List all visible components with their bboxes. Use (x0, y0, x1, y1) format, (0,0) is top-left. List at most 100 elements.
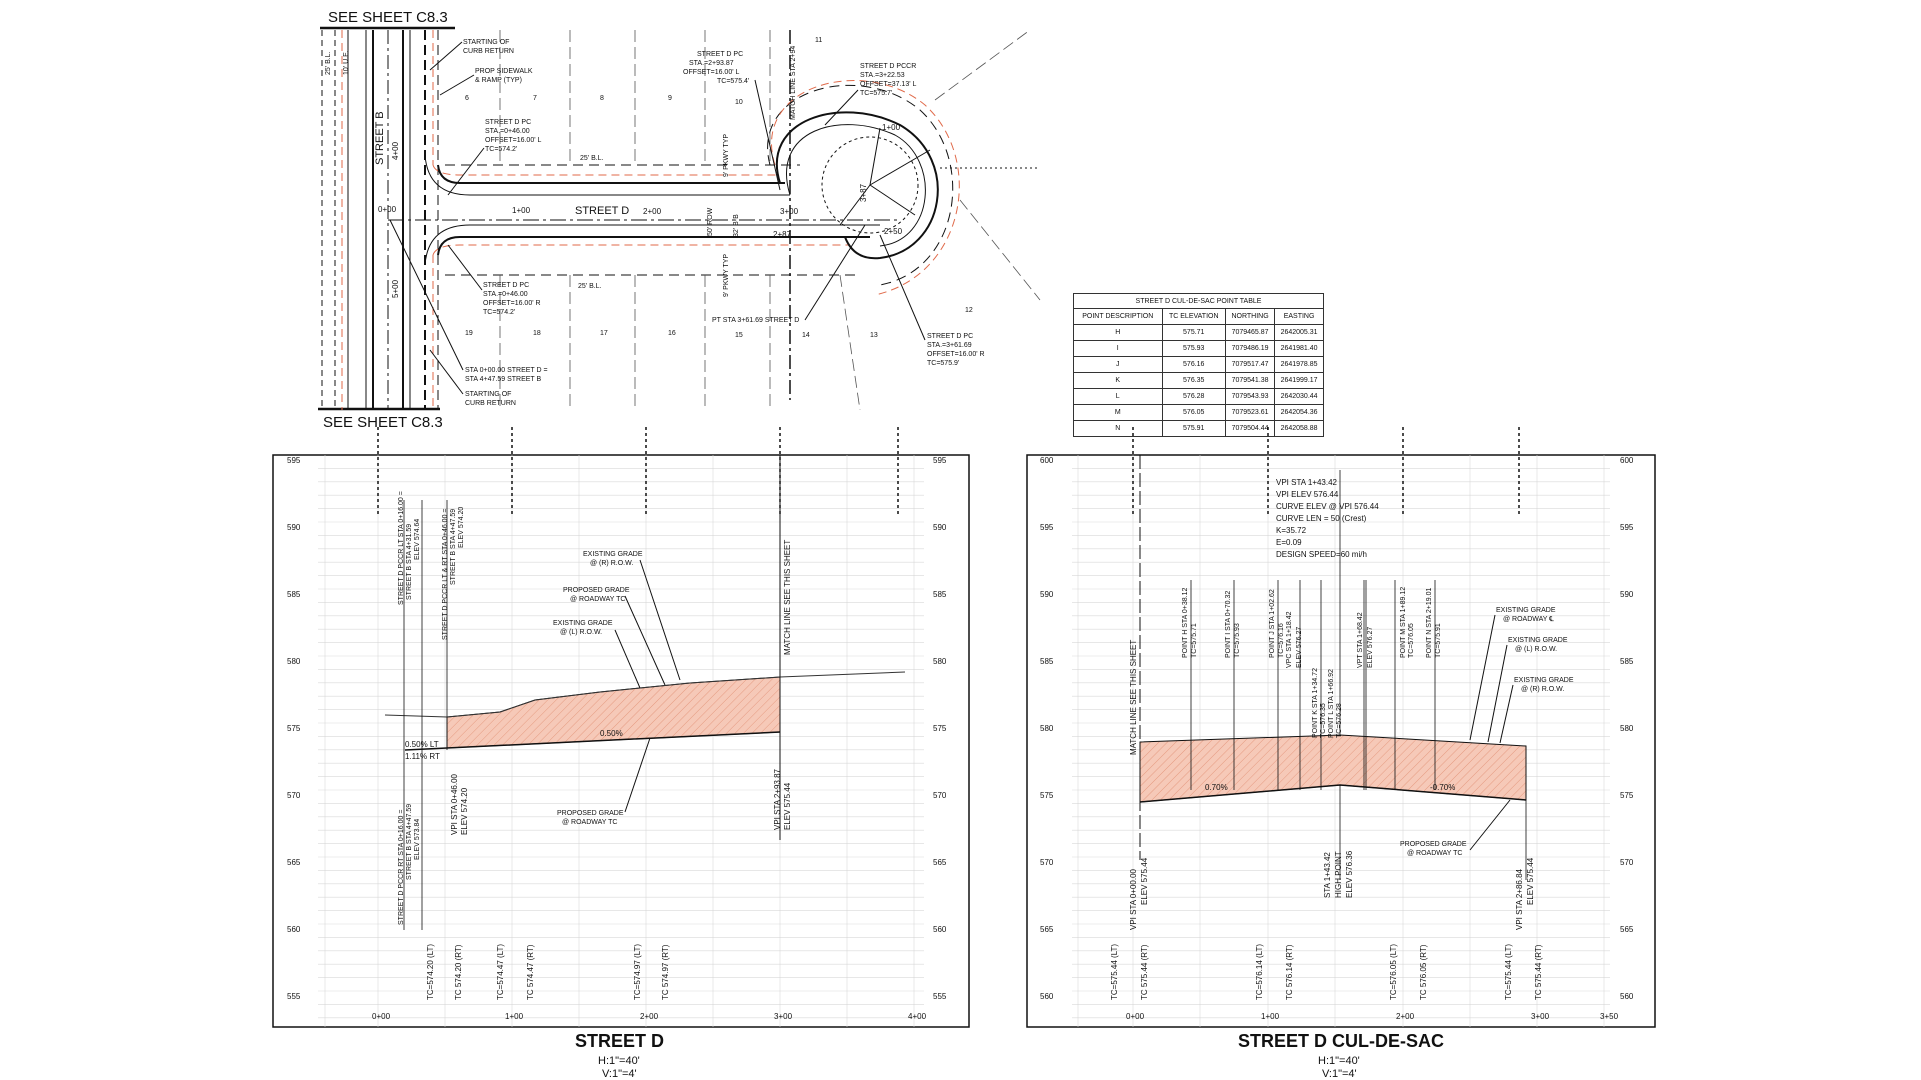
vpi-block: VPI STA 1+43.42 VPI ELEV 576.44 CURVE EL… (1276, 478, 1379, 559)
vpi-end-elev-right: ELEV 575.44 (1526, 857, 1535, 905)
svg-text:EXISTING GRADE: EXISTING GRADE (1508, 637, 1568, 644)
svg-text:TC=575.93: TC=575.93 (1234, 623, 1241, 658)
high-point-elev: ELEV 576.36 (1345, 850, 1354, 898)
svg-text:TC=576.16: TC=576.16 (1278, 623, 1285, 658)
vpi-start-right: VPI STA 0+00.00 (1129, 868, 1138, 930)
match-line-plan-label: MATCH LINE STA 2+94 (790, 46, 797, 120)
svg-text:TC 576.05 (RT): TC 576.05 (RT) (1419, 944, 1428, 1000)
svg-text:STA.=3+22.53: STA.=3+22.53 (860, 72, 905, 79)
svg-text:STA.=2+93.87: STA.=2+93.87 (689, 60, 734, 67)
svg-text:STREET D PCCR: STREET D PCCR (860, 63, 916, 70)
svg-text:TC 574.97 (RT): TC 574.97 (RT) (661, 944, 670, 1000)
svg-text:570: 570 (287, 791, 301, 800)
profile-right-section-lines (1132, 427, 1520, 515)
svg-text:560: 560 (1040, 992, 1054, 1001)
point-table-header: TC ELEVATION (1161, 308, 1226, 325)
svg-text:POINT H STA 0+38.12: POINT H STA 0+38.12 (1182, 588, 1189, 658)
vpi-start-left: VPI STA 0+46.00 (450, 773, 459, 835)
svg-text:CURB RETURN: CURB RETURN (465, 400, 516, 407)
svg-text:STREET D PCCR LT & RT STA 0+46: STREET D PCCR LT & RT STA 0+46.00 = (442, 509, 449, 641)
svg-text:4+00: 4+00 (908, 1012, 927, 1021)
svg-text:STREET D PC: STREET D PC (697, 51, 743, 58)
svg-text:595: 595 (287, 456, 301, 465)
svg-text:TC=574.20 (LT): TC=574.20 (LT) (426, 944, 435, 1000)
plan-stations: 0+00 1+00 2+00 3+00 4+00 5+00 2+87 3+87 … (378, 123, 903, 298)
svg-text:16: 16 (668, 330, 676, 337)
svg-text:570: 570 (933, 791, 947, 800)
svg-text:TC=576.05 (LT): TC=576.05 (LT) (1389, 944, 1398, 1000)
sta-387: 3+87 (859, 183, 868, 202)
sta-287: 2+87 (773, 230, 792, 239)
svg-text:@ (L) R.O.W.: @ (L) R.O.W. (560, 629, 602, 636)
svg-text:560: 560 (287, 925, 301, 934)
svg-text:VPC STA 1+18.42: VPC STA 1+18.42 (1286, 611, 1293, 668)
svg-text:OFFSET=16.00' L: OFFSET=16.00' L (683, 69, 739, 76)
match-line-left-label: MATCH LINE SEE THIS SHEET (783, 540, 792, 655)
point-table-header: EASTING (1274, 308, 1324, 325)
point-table-header: NORTHING (1224, 308, 1276, 325)
svg-text:POINT K STA 1+34.72: POINT K STA 1+34.72 (1312, 668, 1319, 738)
svg-text:575: 575 (933, 724, 947, 733)
svg-text:555: 555 (933, 992, 947, 1001)
svg-text:@ ROADWAY TC: @ ROADWAY TC (570, 596, 625, 603)
point-table-title: STREET D CUL-DE-SAC POINT TABLE (1073, 293, 1324, 309)
street-b-label: STREET B (374, 111, 386, 165)
svg-text:TC=574.2': TC=574.2' (483, 309, 515, 316)
svg-text:19: 19 (465, 330, 473, 337)
svg-text:3+00: 3+00 (774, 1012, 793, 1021)
high-point-sta: STA 1+43.42 (1323, 852, 1332, 898)
bl-top: 25' B.L. (580, 155, 604, 162)
svg-text:STREET D PC: STREET D PC (485, 119, 531, 126)
svg-text:TC 575.44 (RT): TC 575.44 (RT) (1534, 944, 1543, 1000)
svg-text:TC 575.44 (RT): TC 575.44 (RT) (1140, 944, 1149, 1000)
svg-text:CURVE LEN = 50 (Crest): CURVE LEN = 50 (Crest) (1276, 514, 1367, 523)
svg-text:570: 570 (1620, 858, 1634, 867)
svg-text:OFFSET=16.00' L: OFFSET=16.00' L (485, 137, 541, 144)
svg-text:STREET D PCCR RT STA 0+16.00 =: STREET D PCCR RT STA 0+16.00 = (398, 810, 405, 925)
plan-callouts: STARTING OF CURB RETURN PROP SIDEWALK & … (389, 39, 985, 407)
svg-text:10: 10 (735, 99, 743, 106)
callout-pc-top: STREET D PC STA.=0+46.00 OFFSET=16.00' L… (447, 119, 541, 196)
svg-text:590: 590 (933, 523, 947, 532)
callout-pc-mid: STREET D PC STA.=2+93.87 OFFSET=16.00' L… (683, 51, 781, 191)
bl-left-label: 25' B.L. (325, 51, 332, 75)
callout-curb-return-bottom: STARTING OF CURB RETURN (429, 349, 516, 407)
svg-text:8: 8 (600, 95, 604, 102)
svg-text:PROPOSED GRADE: PROPOSED GRADE (563, 587, 630, 594)
svg-text:555: 555 (287, 992, 301, 1001)
svg-text:E=0.09: E=0.09 (1276, 538, 1302, 547)
svg-text:EXISTING GRADE: EXISTING GRADE (1496, 607, 1556, 614)
svg-text:STA 4+47.59 STREET B: STA 4+47.59 STREET B (465, 376, 542, 383)
existing-grade-left (384, 671, 906, 718)
svg-text:TC=574.47 (LT): TC=574.47 (LT) (496, 944, 505, 1000)
profile-right-point-labels: POINT H STA 0+38.12 TC=575.71 POINT I ST… (1182, 587, 1442, 738)
svg-text:TC 574.20 (RT): TC 574.20 (RT) (454, 944, 463, 1000)
svg-text:TC=576.05: TC=576.05 (1408, 623, 1415, 658)
lot-numbers: 6 7 8 9 10 11 19 18 17 16 15 14 13 12 (465, 37, 973, 339)
svg-text:595: 595 (933, 456, 947, 465)
svg-text:565: 565 (933, 858, 947, 867)
svg-text:9: 9 (668, 95, 672, 102)
svg-text:CURVE ELEV @ VPI 576.44: CURVE ELEV @ VPI 576.44 (1276, 502, 1379, 511)
svg-text:3+50: 3+50 (1600, 1012, 1619, 1021)
svg-text:595: 595 (1040, 523, 1054, 532)
profile-right-bottom-labels: TC=575.44 (LT) TC 575.44 (RT) TC=576.14 … (1110, 944, 1543, 1000)
svg-text:7: 7 (533, 95, 537, 102)
street-d-lines (388, 154, 900, 276)
svg-text:K=35.72: K=35.72 (1276, 526, 1307, 535)
profile-left-notes: EXISTING GRADE @ (R) R.O.W. PROPOSED GRA… (553, 551, 681, 826)
lot-lines (499, 29, 1041, 411)
sta-0: 0+00 (378, 205, 397, 214)
svg-text:TC=574.2': TC=574.2' (485, 146, 517, 153)
profile-right-notes: EXISTING GRADE @ ROADWAY ℄ EXISTING GRAD… (1400, 607, 1574, 857)
svg-text:560: 560 (933, 925, 947, 934)
callout-pt: PT STA 3+61.69 STREET D (712, 224, 866, 324)
profile-left-station-ticks (403, 500, 448, 930)
svg-text:18: 18 (533, 330, 541, 337)
grade-left-mid: 0.50% (600, 729, 623, 738)
